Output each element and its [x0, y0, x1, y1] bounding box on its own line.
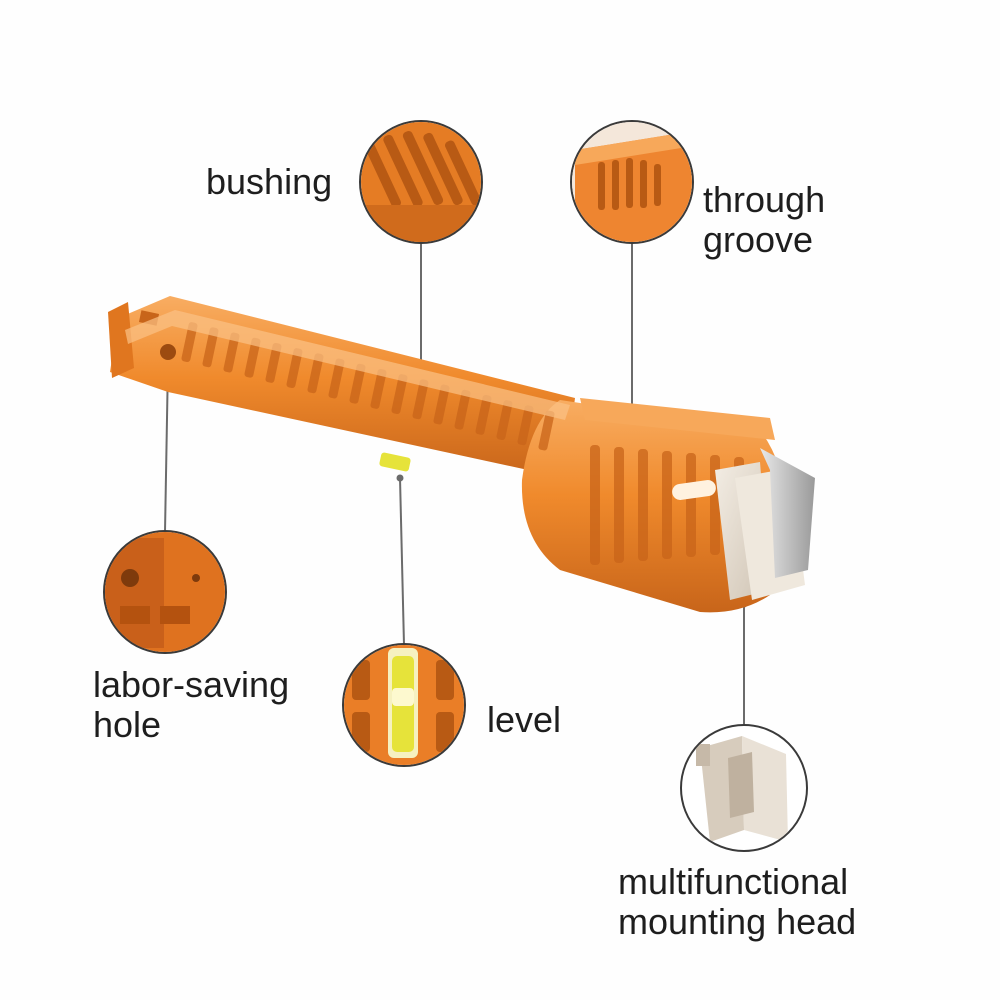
- body-rib: [202, 327, 219, 368]
- head-rib: [590, 445, 600, 565]
- head-rib: [614, 447, 624, 563]
- body-rib: [433, 384, 450, 425]
- level-label: level: [487, 699, 562, 740]
- body-rib: [286, 348, 303, 389]
- body-rib: [370, 368, 387, 409]
- level-callout-line: [399, 477, 405, 646]
- body-rib: [223, 332, 240, 373]
- level-detail-icon: [342, 643, 466, 767]
- head-rib: [662, 451, 672, 559]
- head-rib: [686, 453, 696, 557]
- body-rib: [517, 405, 534, 446]
- body-rib: [496, 400, 513, 441]
- through-groove-detail-icon: [570, 120, 694, 244]
- body-rib: [538, 410, 555, 451]
- faucet-wrench-tool-icon: [108, 296, 815, 613]
- mounting-head-label: multifunctional mounting head: [618, 861, 857, 942]
- body-rib: [307, 353, 324, 394]
- body-rib: [349, 363, 366, 404]
- body-rib: [265, 342, 282, 383]
- body-rib: [454, 389, 471, 430]
- labor-saving-hole-detail-icon: [103, 530, 227, 654]
- labor-saving-hole-label: labor-saving hole: [93, 664, 290, 745]
- bushing-label: bushing: [206, 161, 333, 202]
- mounting-head-detail-icon: [680, 724, 808, 852]
- body-rib: [244, 337, 261, 378]
- body-rib: [391, 374, 408, 415]
- through-groove-label: through groove: [703, 179, 826, 260]
- body-rib: [475, 394, 492, 435]
- bushing-detail-icon: [359, 120, 483, 244]
- body-rib: [412, 379, 429, 420]
- head-rib: [638, 449, 648, 561]
- body-rib: [181, 322, 198, 363]
- body-rib: [328, 358, 345, 399]
